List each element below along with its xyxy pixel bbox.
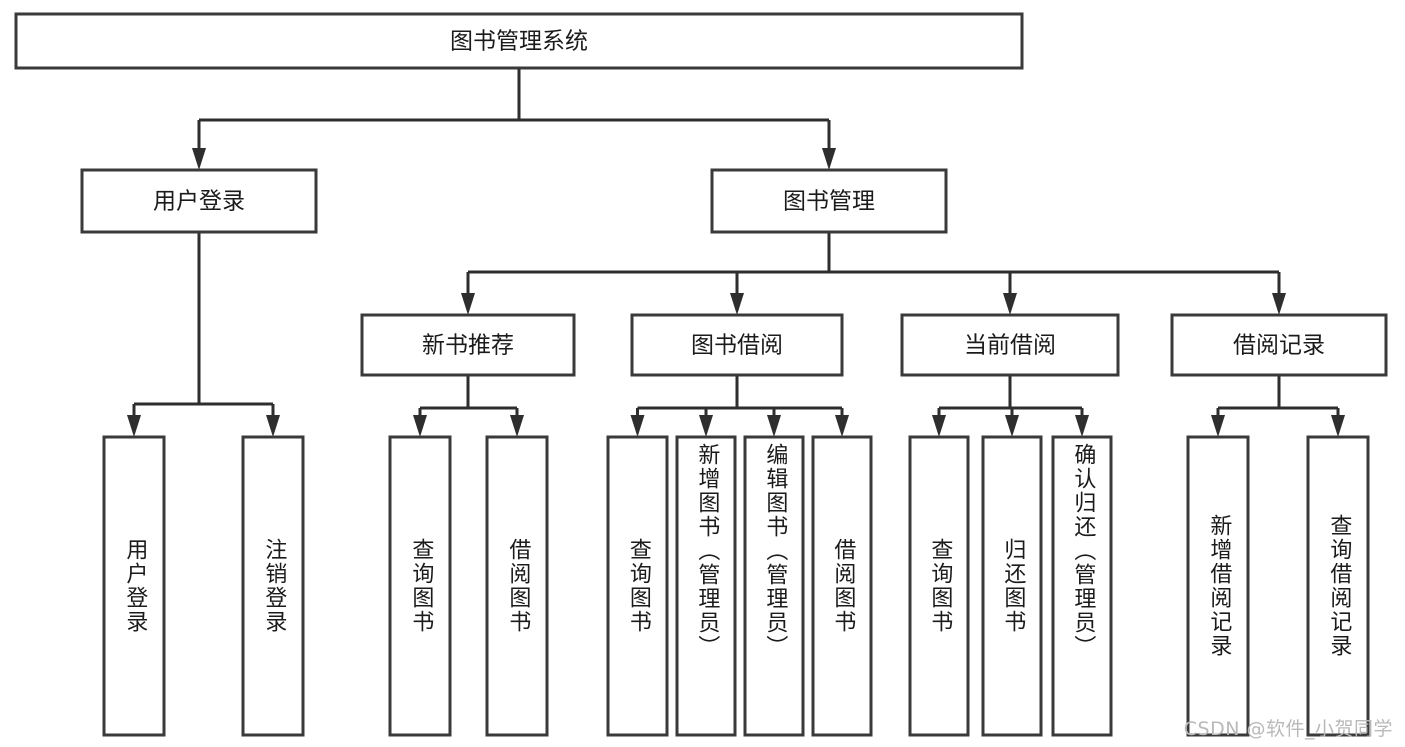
arrow-head-icon xyxy=(932,415,946,437)
node-leaf-add-book-admin[interactable] xyxy=(675,435,737,737)
node-user-login[interactable]: 用户登录 xyxy=(80,168,318,234)
arrow-head-icon xyxy=(1005,415,1019,437)
node-root[interactable]: 图书管理系统 xyxy=(14,12,1024,70)
node-label: 用户登录 xyxy=(153,189,245,215)
arrow-head-icon xyxy=(1003,293,1017,315)
connector-layer xyxy=(127,68,1345,437)
arrow-head-icon xyxy=(192,148,206,170)
arrow-head-icon xyxy=(1331,415,1345,437)
node-label: 图书管理 xyxy=(783,189,875,215)
arrow-head-icon xyxy=(461,293,475,315)
arrow-head-icon xyxy=(1075,415,1089,437)
node-new-book-recommend[interactable]: 新书推荐 xyxy=(360,313,576,377)
node-label: 图书借阅 xyxy=(691,333,783,359)
connector-group xyxy=(192,68,836,170)
node-book-borrow[interactable]: 图书借阅 xyxy=(630,313,844,377)
node-label: 当前借阅 xyxy=(964,333,1056,359)
node-leaf-borrow-book-recommend[interactable] xyxy=(485,435,549,737)
arrow-head-icon xyxy=(1272,293,1286,315)
arrow-head-icon xyxy=(699,415,713,437)
arrow-head-icon xyxy=(266,415,280,437)
connector-group xyxy=(413,375,524,437)
node-book-management[interactable]: 图书管理 xyxy=(710,168,948,234)
arrow-head-icon xyxy=(730,293,744,315)
node-label: 借阅记录 xyxy=(1233,333,1325,359)
connector-group xyxy=(932,375,1089,437)
node-label: 图书管理系统 xyxy=(450,29,588,55)
arrow-head-icon xyxy=(510,415,524,437)
node-leaf-borrow-book[interactable] xyxy=(811,435,873,737)
node-leaf-user-login[interactable] xyxy=(102,435,166,737)
connector-group xyxy=(1211,375,1345,437)
connector-group xyxy=(630,375,849,437)
arrow-head-icon xyxy=(767,415,781,437)
node-leaf-logout[interactable] xyxy=(241,435,305,737)
arrow-head-icon xyxy=(822,148,836,170)
watermark: CSDN @软件_小贺同学 xyxy=(1183,718,1393,740)
node-leaf-return-book[interactable] xyxy=(981,435,1043,737)
arrow-head-icon xyxy=(630,415,645,437)
node-leaf-confirm-return-admin[interactable] xyxy=(1051,435,1113,737)
connector-group xyxy=(127,232,280,437)
connector-group xyxy=(461,232,1286,315)
node-leaf-add-borrow-record[interactable] xyxy=(1186,435,1250,737)
node-leaf-edit-book-admin[interactable] xyxy=(743,435,805,737)
node-leaf-query-book-current[interactable] xyxy=(908,435,970,737)
arrow-head-icon xyxy=(1211,415,1225,437)
arrow-head-icon xyxy=(127,415,141,437)
node-leaf-query-borrow-record[interactable] xyxy=(1306,435,1370,737)
arrow-head-icon xyxy=(835,415,849,437)
node-current-borrow[interactable]: 当前借阅 xyxy=(900,313,1120,377)
node-label: 新书推荐 xyxy=(422,333,514,359)
node-leaf-query-book-recommend[interactable] xyxy=(388,435,452,737)
node-leaf-query-book-borrow[interactable] xyxy=(606,435,669,737)
node-borrow-record[interactable]: 借阅记录 xyxy=(1170,313,1388,377)
arrow-head-icon xyxy=(413,415,427,437)
